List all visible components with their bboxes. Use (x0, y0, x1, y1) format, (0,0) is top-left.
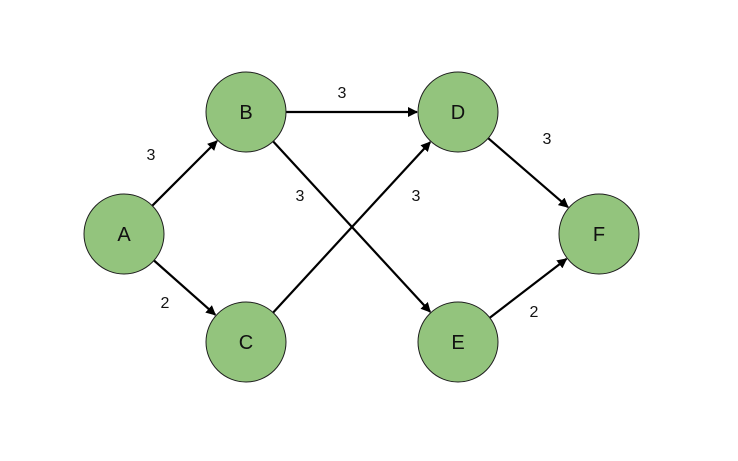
node-e: E (417, 301, 499, 383)
node-d: D (417, 71, 499, 153)
node-c-circle (205, 301, 287, 383)
edge-weight-b-d: 3 (338, 85, 347, 102)
node-e-label: E (451, 332, 464, 354)
node-d-label: D (451, 102, 465, 124)
node-d-circle (417, 71, 499, 153)
node-b: B (205, 71, 287, 153)
edges-layer (151, 107, 569, 319)
node-b-circle (205, 71, 287, 153)
node-e-circle (417, 301, 499, 383)
node-c-label: C (239, 332, 253, 354)
node-c: C (205, 301, 287, 383)
nodes-layer: A B C D E F (83, 71, 640, 383)
edge-weight-e-f: 2 (530, 304, 539, 321)
node-a: A (83, 193, 165, 275)
edge-e-f (489, 258, 568, 319)
node-a-circle (83, 193, 165, 275)
edge-weight-a-c: 2 (161, 295, 170, 312)
edge-weight-d-f: 3 (543, 131, 552, 148)
edge-weight-a-b: 3 (147, 147, 156, 164)
node-f-circle (558, 193, 640, 275)
node-f: F (558, 193, 640, 275)
edge-labels-layer: 3 2 3 3 3 3 2 (147, 85, 552, 321)
node-f-label: F (593, 224, 605, 246)
edge-c-d (272, 141, 432, 314)
edge-d-f (487, 137, 569, 209)
edge-a-b (151, 140, 218, 207)
node-b-label: B (239, 102, 252, 124)
node-a-label: A (117, 224, 131, 246)
edge-weight-b-e: 3 (296, 188, 305, 205)
edge-weight-c-d: 3 (412, 188, 421, 205)
edge-a-c (153, 259, 217, 316)
